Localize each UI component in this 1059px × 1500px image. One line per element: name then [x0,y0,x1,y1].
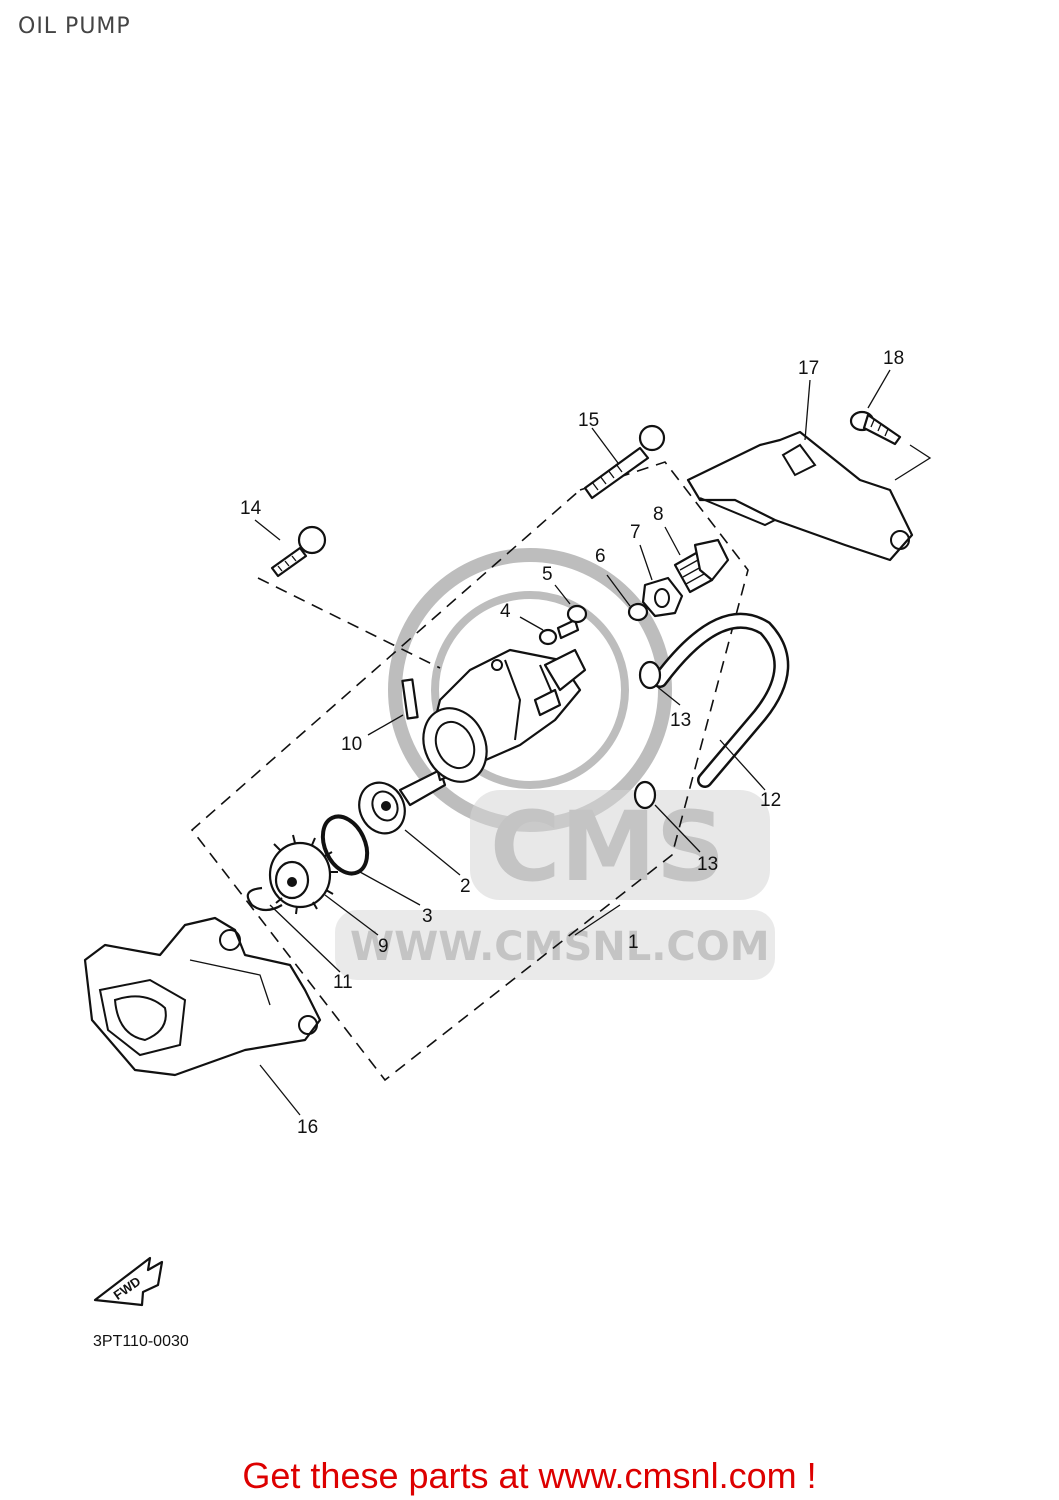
part-9-gear [268,834,338,915]
callout-16: 16 [297,1117,318,1138]
callout-17: 17 [798,358,819,379]
callout-10: 10 [341,734,362,755]
part-14-bolt [270,525,327,578]
part-8-bolt [673,538,730,594]
part-17-bracket [686,430,914,562]
part-18-ref-line [894,444,932,481]
watermark-url-text: WWW.CMSNL.COM [350,924,770,970]
callout-2: 2 [460,876,471,897]
callout-1: 1 [628,932,639,953]
callout-9: 9 [378,936,389,957]
part-11-circlip [246,886,283,912]
cms-watermark: CMS WWW.CMSNL.COM [335,548,775,980]
callout-14: 14 [240,498,262,519]
part-2-bearing [358,781,406,835]
watermark-logo-text: CMS [490,791,725,903]
callout-5: 5 [542,564,553,585]
footer-parts-link[interactable]: Get these parts at www.cmsnl.com ! [242,1455,817,1496]
part-13-clamp-lower [633,780,657,810]
callout-11: 11 [333,972,353,993]
part-3-o-ring [320,814,370,876]
callout-3: 3 [422,906,433,927]
part-18-screw [849,410,902,446]
part-15-bolt [583,424,666,500]
callout-13-upper: 13 [670,710,691,731]
diagram-code: 3PT110-0030 [93,1333,189,1350]
callout-4: 4 [500,601,511,622]
part-4-washer [538,628,558,646]
callout-15: 15 [578,410,599,431]
callout-6: 6 [595,546,606,567]
fwd-arrow-icon: FWD [93,1256,164,1307]
assembly-outline [190,461,749,1082]
oil-pump-body [398,648,587,807]
page-title: OIL PUMP [18,14,131,39]
callout-18: 18 [883,348,904,369]
callout-7: 7 [630,522,641,543]
part-10-pin [401,678,419,720]
callout-8: 8 [653,504,664,525]
part-5-screw [556,604,588,640]
part-7-nut [641,576,684,618]
callout-12: 12 [760,790,781,811]
part-13-clamp-upper [638,660,662,690]
part-6-washer [627,602,649,622]
leader-lines [254,369,891,1116]
callout-13-lower: 13 [697,854,718,875]
callouts: 1 2 3 4 5 6 7 8 9 10 11 12 13 13 14 15 1… [240,348,904,1138]
part-16-cover [83,916,322,1077]
